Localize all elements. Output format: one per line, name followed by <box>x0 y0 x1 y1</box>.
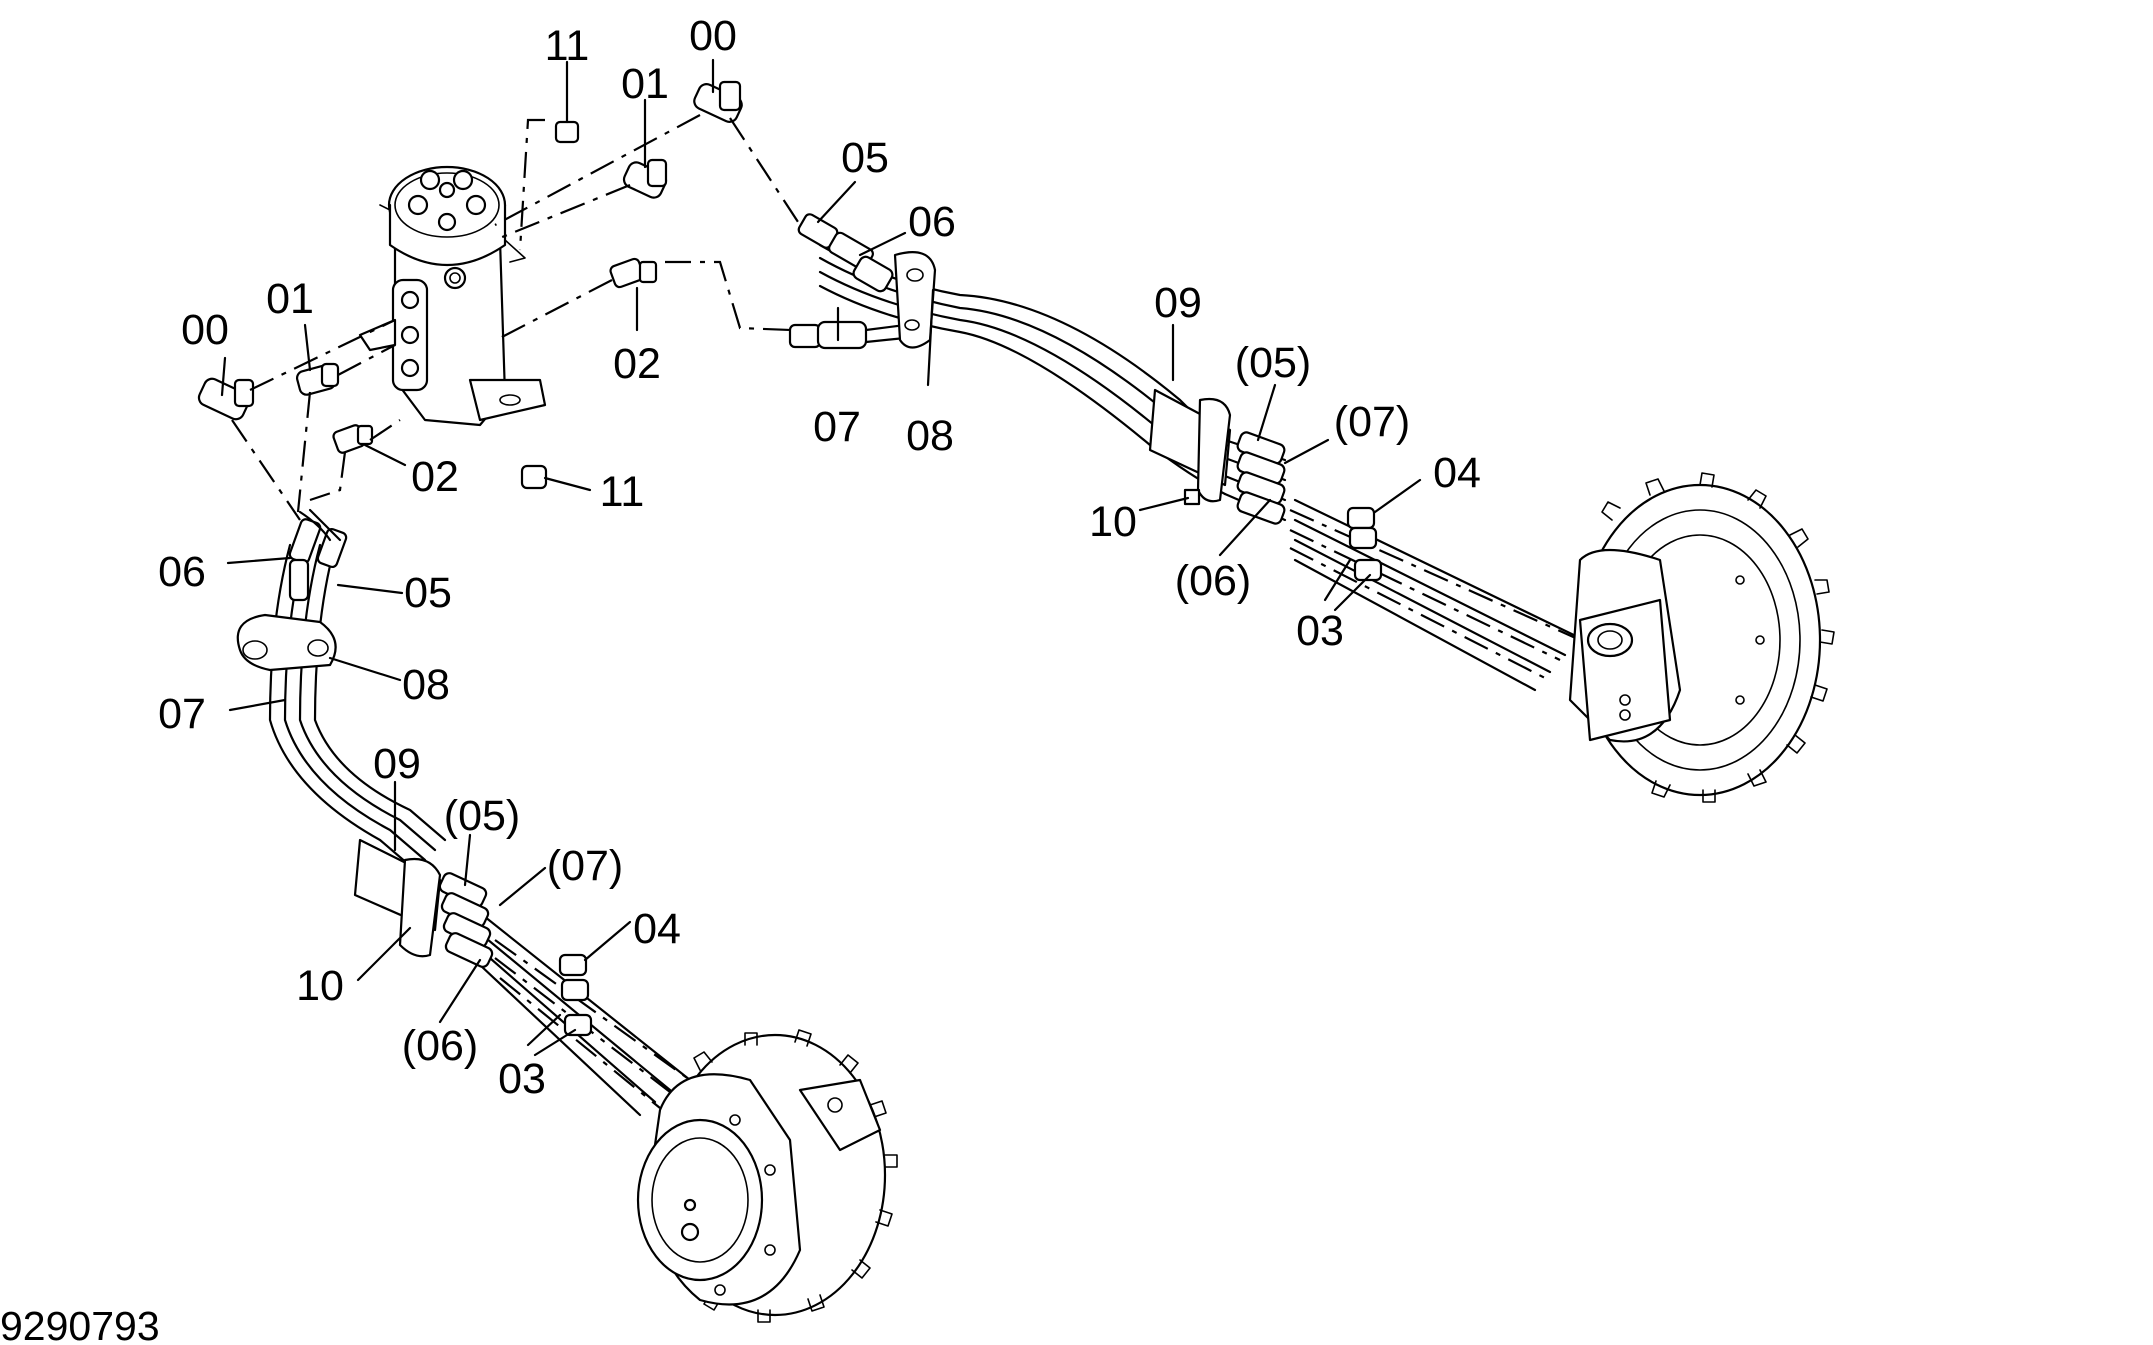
fittings-03-04-left <box>558 953 593 1037</box>
leader-lines <box>220 58 1422 1057</box>
callout-05p-left: (05) <box>444 792 520 840</box>
callout-03-left: 03 <box>498 1055 546 1103</box>
callout-02-left: 02 <box>411 453 459 501</box>
callout-06-right: 06 <box>908 198 956 246</box>
bracket-08-left <box>236 613 337 672</box>
elbow-00-top <box>693 80 743 123</box>
callout-07-mid: 07 <box>813 403 861 451</box>
callout-01-top: 01 <box>621 60 669 108</box>
fittings-03-04-right <box>1346 506 1383 582</box>
sleeve-09-right <box>1148 388 1232 503</box>
callout-01-left: 01 <box>266 275 314 323</box>
callout-07p-right: (07) <box>1334 398 1410 446</box>
callout-05-right: 05 <box>841 134 889 182</box>
callout-06-left: 06 <box>158 548 206 596</box>
callout-10-left: 10 <box>296 962 344 1010</box>
callout-05p-right: (05) <box>1235 339 1311 387</box>
adapter-02-left <box>332 424 374 454</box>
sleeve-09-left <box>353 838 442 958</box>
travel-motor-right <box>1568 472 1835 803</box>
elbow-01-top <box>622 158 668 199</box>
travel-motor-left <box>636 1029 898 1323</box>
couplings-right <box>1183 431 1286 525</box>
callout-00-left: 00 <box>181 306 229 354</box>
callout-11-top: 11 <box>545 22 590 70</box>
callout-11-bottom: 11 <box>600 468 645 516</box>
couplings-left <box>438 872 494 968</box>
fittings-left <box>288 508 348 602</box>
adapter-02-top <box>609 257 658 289</box>
plug-11-bottom <box>520 464 548 490</box>
callout-06p-right: (06) <box>1175 557 1251 605</box>
callout-04-right: 04 <box>1433 449 1481 497</box>
callout-08-left: 08 <box>402 661 450 709</box>
callout-02-mid: 02 <box>613 340 661 388</box>
center-swivel-joint <box>358 165 547 427</box>
plug-11-top <box>554 120 580 144</box>
callout-labels: 11 00 01 05 06 00 01 02 07 08 09 (05) (0… <box>158 12 1481 1103</box>
callout-07p-left: (07) <box>547 842 623 890</box>
callout-00-top: 00 <box>689 12 737 60</box>
callout-06p-left: (06) <box>402 1022 478 1070</box>
callout-10-right: 10 <box>1089 498 1137 546</box>
elbow-01-left <box>295 362 340 396</box>
connection-centerlines <box>231 114 1581 1109</box>
callout-09-left: 09 <box>373 740 421 788</box>
callout-07-left: 07 <box>158 690 206 738</box>
callout-09-right: 09 <box>1154 279 1202 327</box>
bracket-08-right <box>893 251 937 349</box>
callout-05-left: 05 <box>404 569 452 617</box>
callout-08-mid: 08 <box>906 412 954 460</box>
callout-04-left: 04 <box>633 905 681 953</box>
fittings-right <box>788 213 907 350</box>
drawing-number: 9290793 <box>0 1303 160 1345</box>
elbow-00-left <box>197 377 255 421</box>
callout-03-right: 03 <box>1296 607 1344 655</box>
